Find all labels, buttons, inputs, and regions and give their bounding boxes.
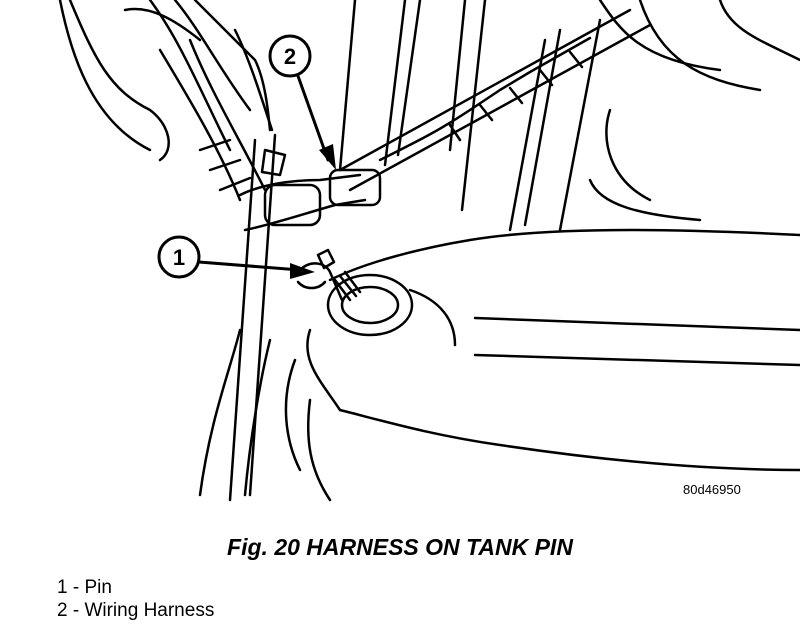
callout-2: 2 xyxy=(268,34,336,170)
figure-reference-code: 80d46950 xyxy=(683,482,741,497)
callout-2-arrowhead xyxy=(319,144,336,170)
legend-item-pin: 1 - Pin xyxy=(57,577,112,598)
figure-caption-text: Fig. 20 HARNESS ON TANK PIN xyxy=(227,534,573,560)
callout-1-leader-arrow xyxy=(197,260,302,272)
callout-1-number: 1 xyxy=(173,245,185,270)
wiring-harness-drawing xyxy=(158,8,652,232)
callout-1: 1 xyxy=(157,235,315,279)
vehicle-body-outline xyxy=(58,0,800,502)
legend-item-wiring-harness: 2 - Wiring Harness xyxy=(57,600,215,621)
harness-on-tank-pin-illustration: 2 1 xyxy=(58,0,800,502)
figure-caption: Fig. 20 HARNESS ON TANK PIN xyxy=(0,534,800,561)
tank-pin-drawing xyxy=(296,248,362,302)
callout-2-leader-arrow xyxy=(296,74,330,162)
callout-2-number: 2 xyxy=(284,44,296,69)
callout-1-arrowhead xyxy=(290,263,315,279)
figure-legend: 1 - Pin 2 - Wiring Harness xyxy=(57,576,214,622)
